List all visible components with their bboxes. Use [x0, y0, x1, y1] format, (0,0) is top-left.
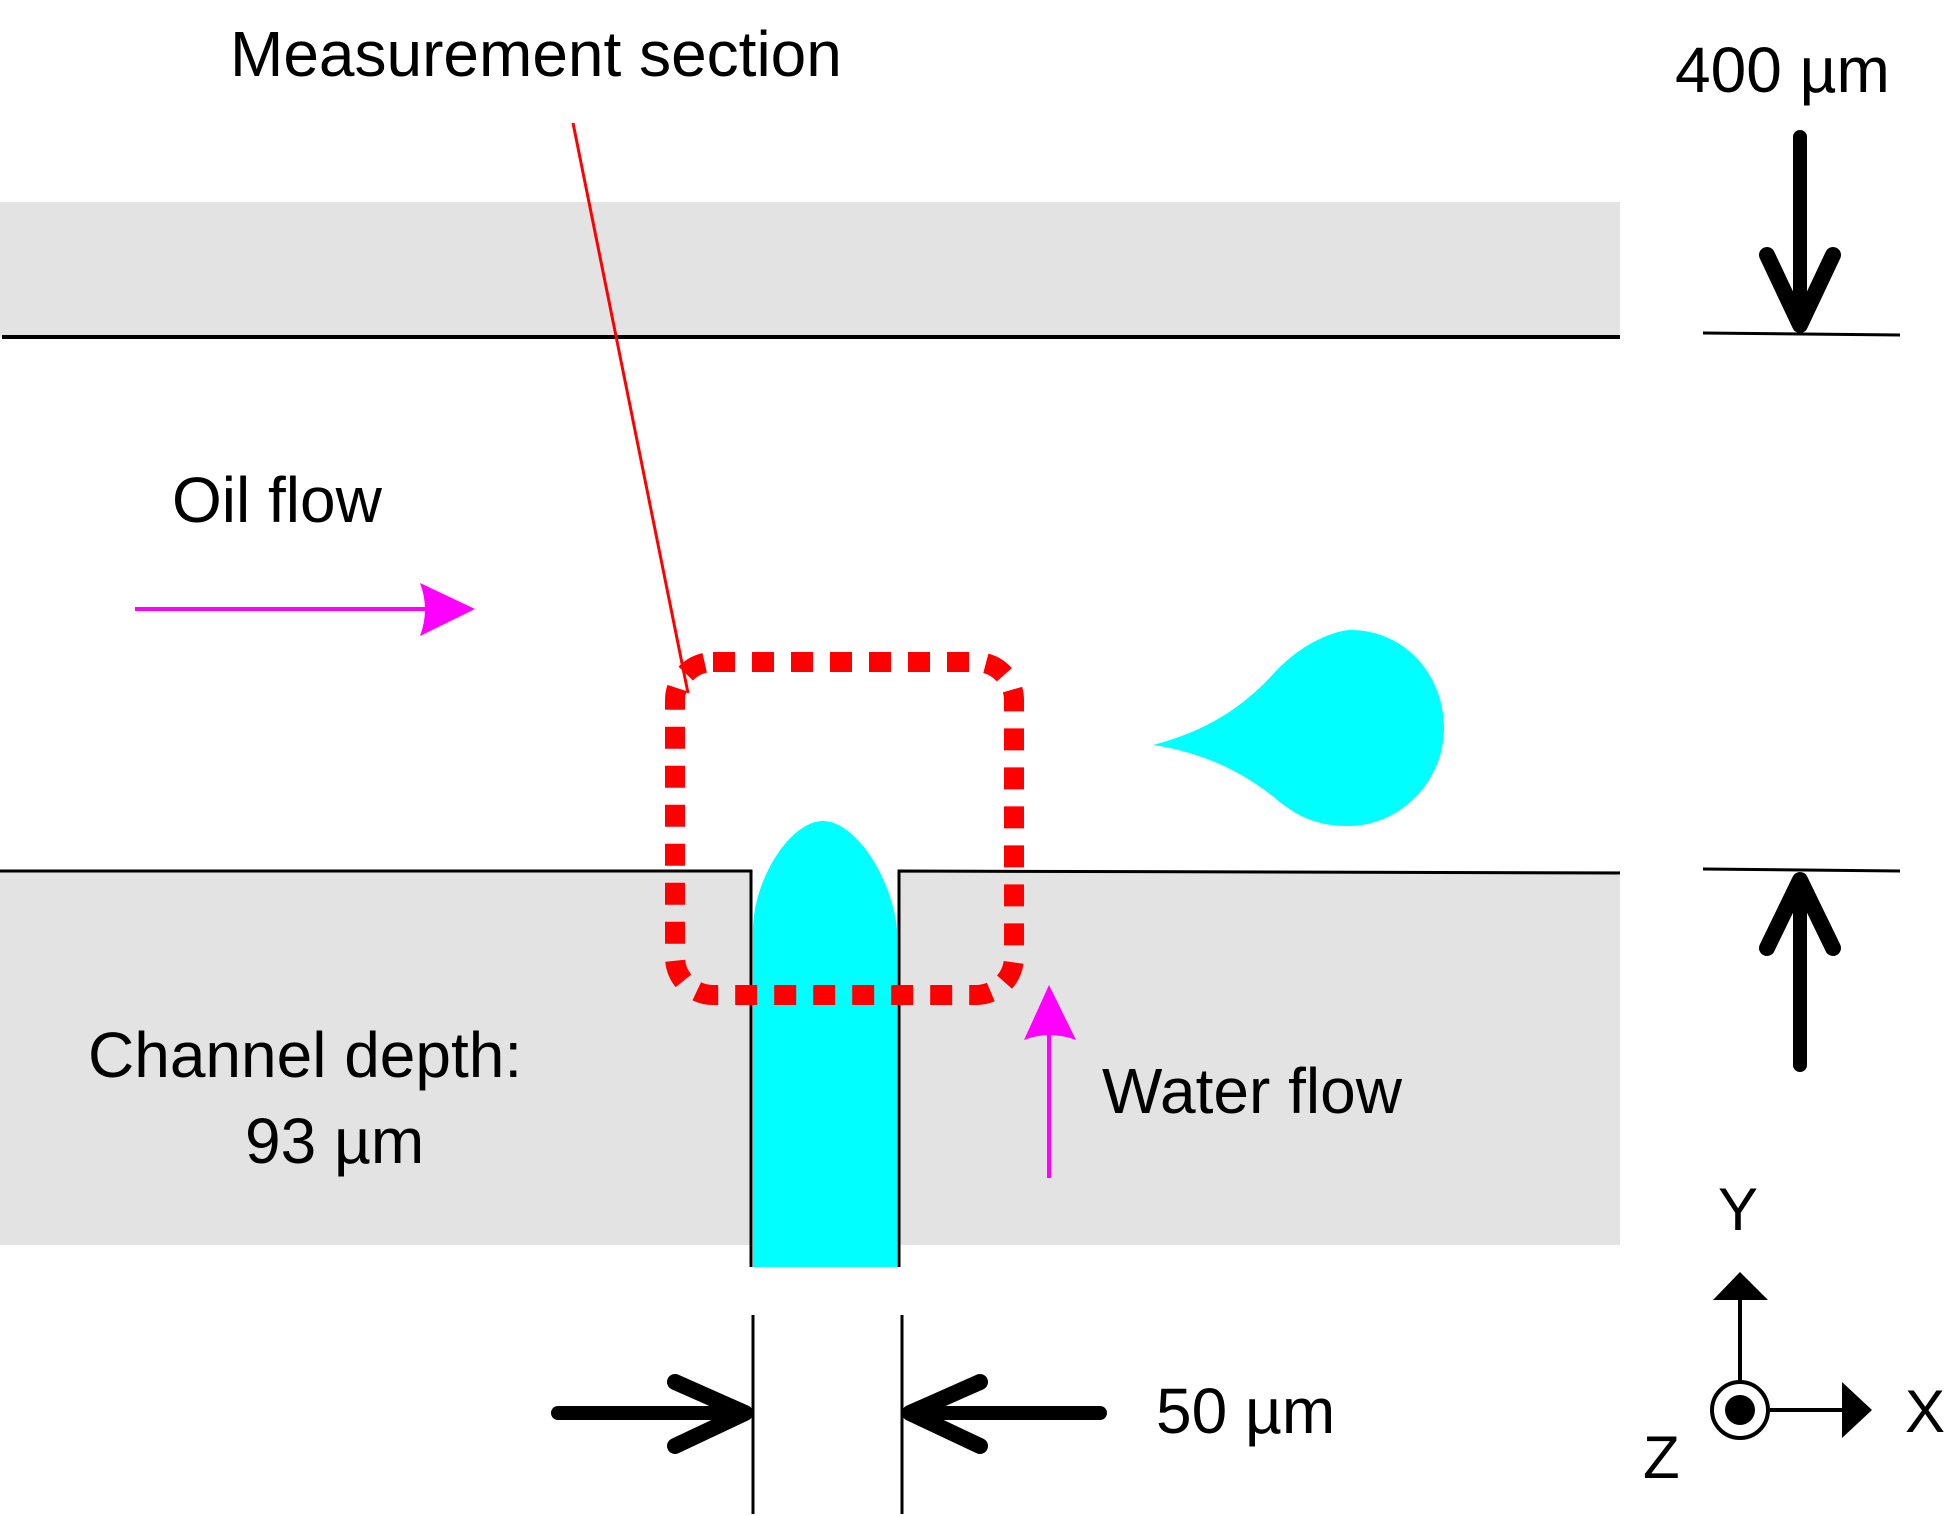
bottom-wall-left: [0, 871, 751, 1245]
water-flow-arrowhead: [1024, 985, 1076, 1040]
y-axis-arrowhead-icon: [1713, 1272, 1768, 1300]
bottom-channel-outline-right: [897, 869, 1621, 1267]
measurement-section-box: [665, 652, 1024, 1005]
dim-50-left-arrow-icon: [902, 1374, 1107, 1454]
dim-400-down-arrow-icon: [1759, 130, 1841, 333]
water-column: [753, 821, 897, 1267]
z-axis-label: Z: [1643, 1424, 1680, 1491]
dim-50-right-arrow-icon: [551, 1374, 753, 1454]
y-axis-label: Y: [1718, 1176, 1758, 1243]
channel-depth-label: Channel depth:: [88, 1019, 522, 1091]
main-channel-width-label: 400 µm: [1675, 34, 1890, 106]
measurement-leader-line: [571, 122, 690, 694]
x-axis-arrowhead-icon: [1842, 1382, 1872, 1438]
nozzle-width-label: 50 µm: [1156, 1375, 1335, 1447]
oil-flow-label: Oil flow: [172, 464, 383, 536]
dim-400-up-arrow-icon: [1759, 872, 1841, 1072]
channel-depth-value: 93 µm: [245, 1105, 424, 1177]
top-wall: [0, 202, 1620, 337]
coordinate-axes: [1710, 1272, 1872, 1440]
x-axis-label: X: [1905, 1378, 1945, 1445]
water-flow-label: Water flow: [1102, 1055, 1403, 1127]
z-axis-dot: [1725, 1395, 1755, 1425]
measurement-section-label: Measurement section: [230, 18, 842, 90]
bottom-channel-outline: [0, 869, 753, 1267]
oil-flow-arrowhead: [420, 583, 475, 636]
dim-400-bottom-line: [1702, 867, 1901, 873]
dim-400-top-line: [1702, 331, 1901, 337]
water-droplet: [1153, 630, 1444, 826]
